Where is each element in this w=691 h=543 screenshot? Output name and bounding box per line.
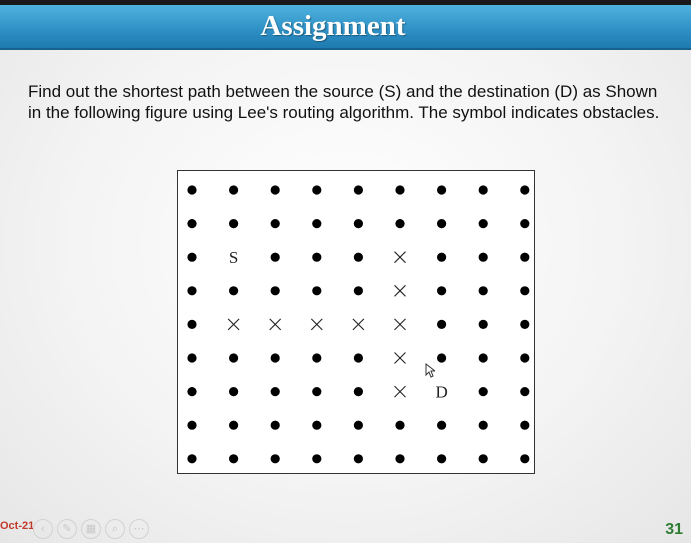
grid-dot: [395, 420, 405, 430]
title-bar: Assignment: [0, 5, 691, 50]
more-icon[interactable]: ⋯: [129, 519, 149, 539]
grid-dot: [229, 387, 239, 397]
grid-dot: [187, 420, 197, 430]
mouse-cursor-icon: [425, 363, 435, 378]
grid-dot: [312, 252, 322, 262]
grid-dot: [312, 286, 322, 296]
obstacle-icon: [310, 318, 323, 331]
grid-dot: [520, 319, 530, 329]
grid-dot: [478, 420, 488, 430]
prev-icon[interactable]: ‹: [33, 519, 53, 539]
grid-dot: [478, 319, 488, 329]
grid-dot: [520, 252, 530, 262]
zoom-icon[interactable]: ⌕: [105, 519, 125, 539]
grid-dot: [478, 387, 488, 397]
grid-dot: [437, 185, 447, 195]
obstacle-icon: [394, 318, 406, 331]
grid-dot: [520, 185, 530, 195]
grid-dot: [229, 420, 239, 430]
grid-dot: [437, 319, 447, 329]
grid-dot: [520, 353, 530, 363]
grid-dot: [229, 185, 239, 195]
assignment-text: Find out the shortest path between the s…: [28, 82, 660, 122]
grid-dot: [520, 454, 530, 464]
grid-dot: [478, 286, 488, 296]
obstacle-icon: [352, 318, 365, 331]
grid-dot: [478, 219, 488, 229]
grid-dot: [270, 387, 280, 397]
grid-dot: [520, 219, 530, 229]
grid-dot: [395, 185, 405, 195]
grid-dot: [229, 286, 239, 296]
grid-dot: [229, 219, 239, 229]
grid-dot: [270, 219, 280, 229]
page-number: 31: [665, 521, 683, 538]
slide-nav: ‹ ✎ ▦ ⌕ ⋯: [33, 519, 149, 539]
grid-dot: [437, 219, 447, 229]
grid-dot: [353, 420, 363, 430]
grid-dot: [353, 185, 363, 195]
slides-icon[interactable]: ▦: [81, 519, 101, 539]
grid-dot: [270, 185, 280, 195]
grid-dot: [187, 353, 197, 363]
grid-dot: [187, 252, 197, 262]
obstacle-icon: [394, 251, 406, 264]
grid-dot: [312, 219, 322, 229]
footer-date: Oct-21: [0, 520, 35, 532]
obstacle-icon: [227, 318, 240, 331]
obstacle-icon: [269, 318, 282, 331]
grid-dot: [437, 353, 447, 363]
grid-dot: [187, 219, 197, 229]
grid-dot: [353, 454, 363, 464]
grid-dot: [312, 420, 322, 430]
grid-dot: [187, 286, 197, 296]
slide-title: Assignment: [260, 10, 406, 42]
grid-dot: [312, 387, 322, 397]
grid-dot: [478, 454, 488, 464]
grid-dot: [270, 420, 280, 430]
grid-dot: [187, 454, 197, 464]
destination-label: D: [435, 383, 447, 402]
grid-dot: [270, 353, 280, 363]
grid-dot: [520, 420, 530, 430]
grid-dot: [187, 387, 197, 397]
grid-dot: [312, 353, 322, 363]
grid-dot: [270, 286, 280, 296]
edit-icon[interactable]: ✎: [57, 519, 77, 539]
grid-dot: [353, 219, 363, 229]
grid-dot: [437, 286, 447, 296]
top-border: [0, 0, 691, 5]
grid-dot: [478, 185, 488, 195]
grid-dot: [353, 252, 363, 262]
grid-dot: [270, 454, 280, 464]
grid-dot: [395, 219, 405, 229]
grid-dot: [312, 454, 322, 464]
routing-grid-svg: SD: [187, 185, 530, 464]
grid-dot: [478, 252, 488, 262]
grid-dot: [353, 353, 363, 363]
obstacle-icon: [394, 352, 406, 364]
grid-dot: [187, 319, 197, 329]
source-label: S: [229, 248, 238, 267]
grid-dot: [437, 454, 447, 464]
grid-dot: [187, 185, 197, 195]
grid-dot: [478, 353, 488, 363]
grid-dot: [270, 252, 280, 262]
grid-dot: [437, 420, 447, 430]
grid-dot: [312, 185, 322, 195]
obstacle-icon: [394, 385, 406, 398]
grid-dot: [353, 286, 363, 296]
grid-dot: [229, 454, 239, 464]
grid-dot: [437, 252, 447, 262]
grid-dot: [229, 353, 239, 363]
grid-dot: [353, 387, 363, 397]
grid-dot: [395, 454, 405, 464]
grid-dot: [520, 286, 530, 296]
grid-dot: [520, 387, 530, 397]
obstacle-icon: [394, 284, 406, 297]
